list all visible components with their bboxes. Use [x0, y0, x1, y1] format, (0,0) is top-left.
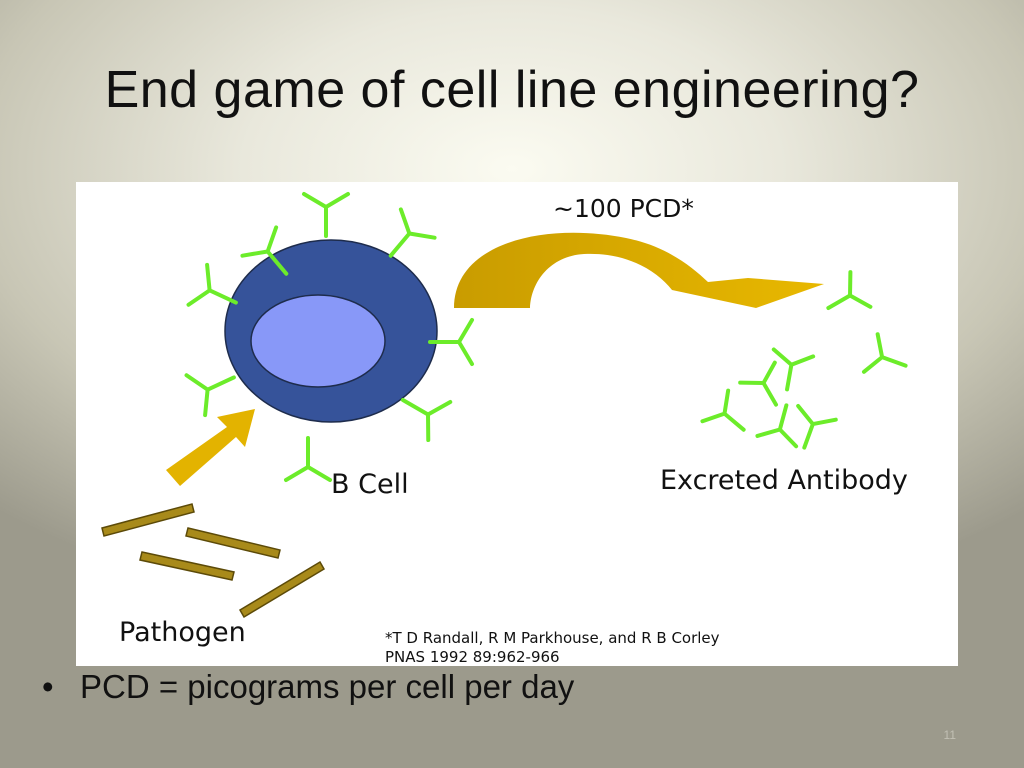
excreted-antibody-label: Excreted Antibody	[660, 465, 908, 496]
pathogen-label: Pathogen	[119, 617, 246, 648]
secretion-arrow	[454, 232, 824, 308]
membrane-antibody	[302, 192, 350, 238]
pathogen-rod	[185, 527, 281, 559]
membrane-antibody	[388, 207, 437, 258]
membrane-antibody	[184, 373, 236, 418]
slide-number: 11	[943, 728, 956, 742]
excreted-antibody	[771, 347, 816, 392]
membrane-antibody	[284, 436, 332, 482]
citation: *T D Randall, R M Parkhouse, and R B Cor…	[385, 629, 720, 667]
pathogen-rod	[139, 551, 235, 581]
bullet-text: PCD = picograms per cell per day	[80, 668, 575, 705]
bullet-item: • PCD = picograms per cell per day	[42, 668, 574, 706]
excreted-antibody	[700, 388, 746, 432]
membrane-antibody	[428, 318, 474, 366]
pathogen-rod	[101, 503, 195, 537]
membrane-antibody	[240, 225, 289, 276]
pathogen-rod	[238, 560, 326, 619]
binding-arrow	[166, 409, 255, 486]
b-cell-nucleus	[250, 294, 386, 388]
bullet-dot-icon: •	[42, 668, 54, 705]
excreted-antibody	[826, 270, 873, 310]
membrane-antibody	[186, 262, 238, 307]
citation-authors: *T D Randall, R M Parkhouse, and R B Cor…	[385, 629, 720, 647]
excreted-antibody	[755, 403, 799, 449]
excreted-antibody	[796, 403, 838, 450]
membrane-antibody	[400, 398, 453, 443]
excreted-antibody	[861, 332, 908, 374]
b-cell-label: B Cell	[331, 469, 409, 500]
rate-label: ~100 PCD*	[553, 194, 694, 223]
slide-title: End game of cell line engineering?	[104, 61, 920, 119]
excreted-antibody	[738, 360, 778, 407]
diagram-graphics	[101, 192, 908, 619]
b-cell-diagram: ~100 PCD* B Cell Excreted Antibody Patho…	[76, 182, 958, 666]
citation-journal: PNAS 1992 89:962-966	[385, 648, 560, 666]
